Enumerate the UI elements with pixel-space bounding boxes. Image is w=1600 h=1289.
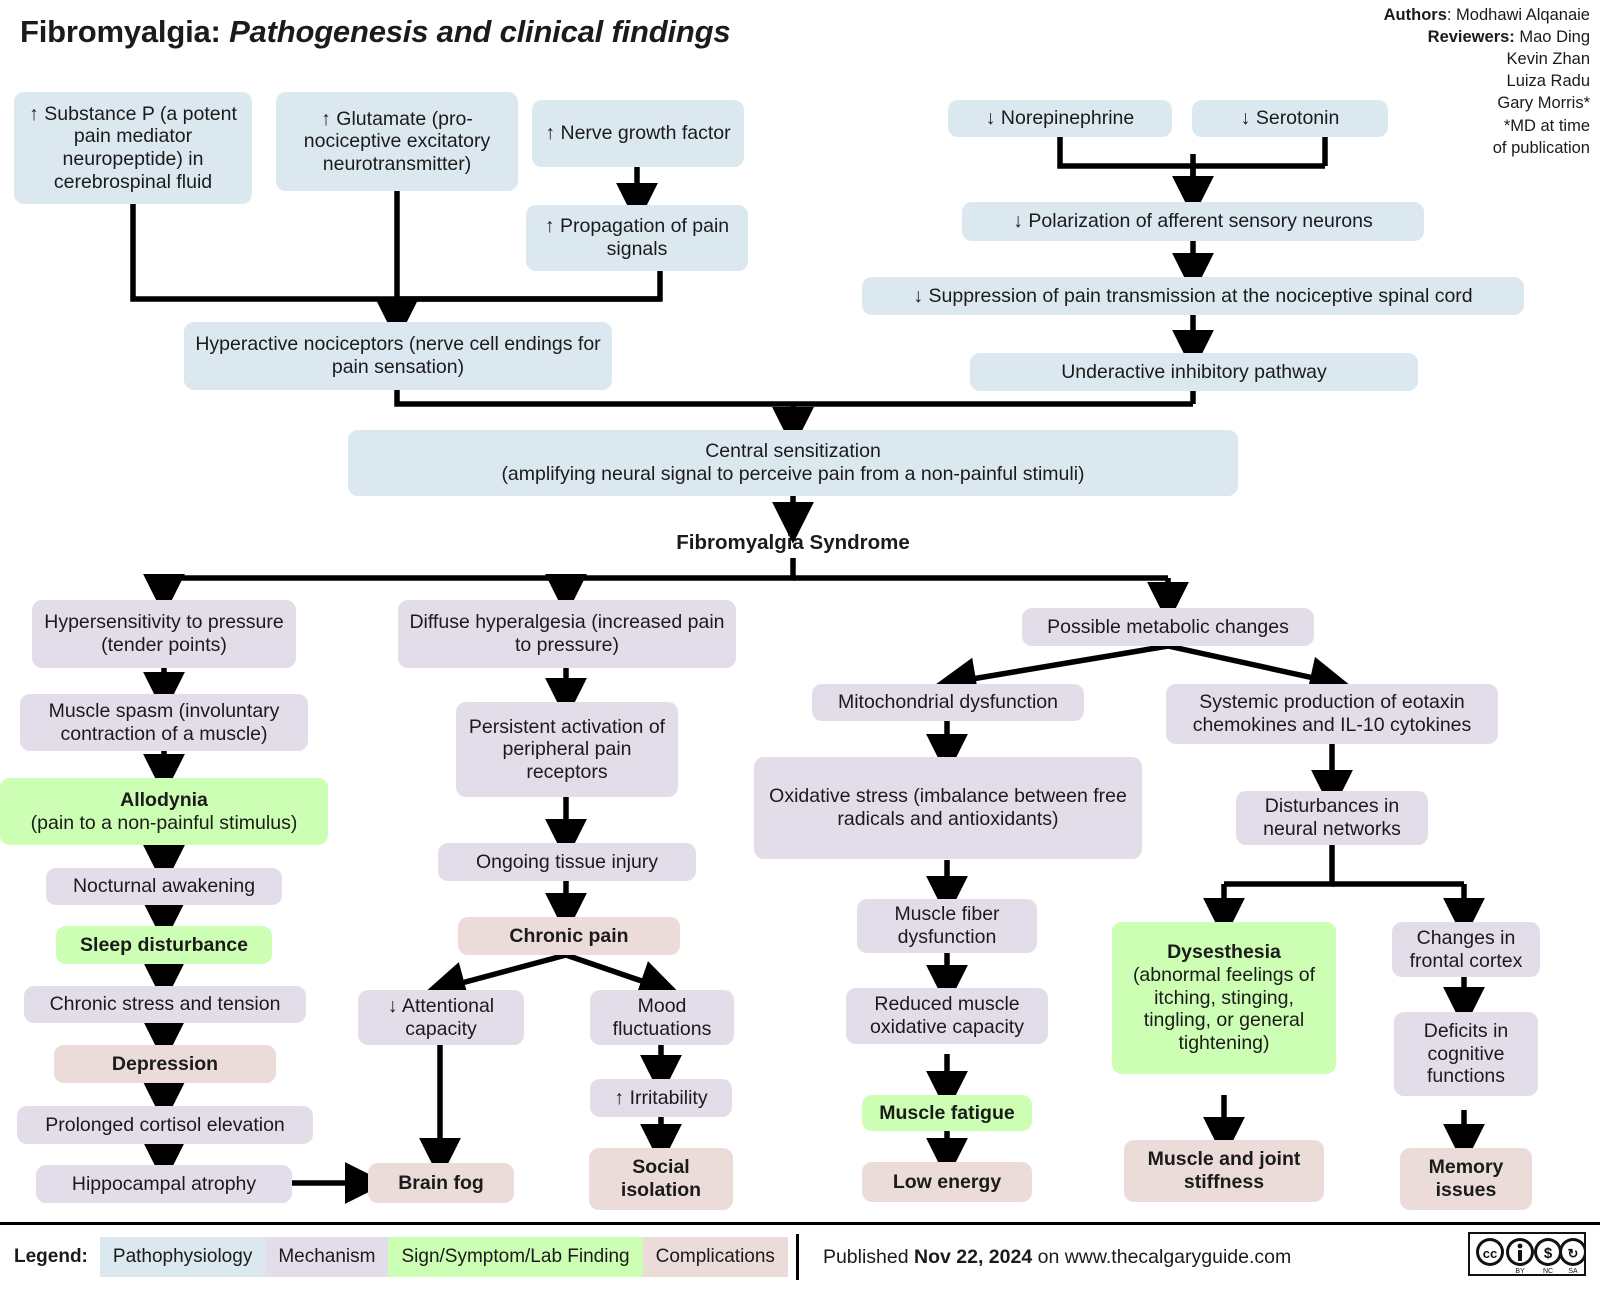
node-central-sensitization[interactable]: Central sensitization (amplifying neural… (348, 430, 1238, 496)
node-persistent-activation[interactable]: Persistent activation of peripheral pain… (456, 702, 678, 797)
reviewers-label: Reviewers: (1427, 28, 1515, 47)
node-nerve-growth-factor[interactable]: ↑ Nerve growth factor (532, 100, 744, 167)
dysesthesia-sub: (abnormal feelings of itching, stinging,… (1132, 964, 1316, 1054)
legend-label: Legend: (14, 1246, 88, 1267)
node-deficits-cognitive[interactable]: Deficits in cognitive functions (1394, 1012, 1538, 1096)
published-date: Nov 22, 2024 (914, 1245, 1033, 1268)
reviewers-value: Mao Ding (1514, 28, 1590, 47)
node-hippocampal-atrophy[interactable]: Hippocampal atrophy (36, 1165, 292, 1203)
node-irritability[interactable]: ↑ Irritability (590, 1079, 732, 1117)
node-sleep-disturbance[interactable]: Sleep disturbance (56, 926, 272, 964)
published-prefix: Published (822, 1245, 915, 1268)
node-hyperactive-nociceptors[interactable]: Hyperactive nociceptors (nerve cell endi… (184, 322, 612, 390)
central-sens-line1: Central sensitization (705, 440, 881, 463)
title-main: Fibromyalgia: (20, 14, 221, 49)
central-sens-line2: (amplifying neural signal to perceive pa… (501, 463, 1085, 485)
node-nocturnal-awakening[interactable]: Nocturnal awakening (46, 868, 282, 905)
node-chronic-pain[interactable]: Chronic pain (458, 917, 680, 955)
svg-text:SA: SA (1568, 1268, 1578, 1275)
md-note: of publication (1492, 138, 1590, 157)
node-underactive-inhibitory[interactable]: Underactive inhibitory pathway (970, 353, 1418, 391)
legend-chip-sign-symptom[interactable]: Sign/Symptom/Lab Finding (388, 1237, 643, 1277)
published-suffix: on www.thecalgaryguide.com (1032, 1245, 1292, 1268)
node-memory-issues[interactable]: Memory issues (1400, 1148, 1532, 1210)
legend-chip-complications[interactable]: Complications (642, 1237, 788, 1277)
footer-vertical-rule (795, 1234, 799, 1280)
node-norepinephrine[interactable]: ↓ Norepinephrine (948, 100, 1172, 137)
node-suppression[interactable]: ↓ Suppression of pain transmission at th… (862, 277, 1524, 315)
node-hypersensitivity[interactable]: Hypersensitivity to pressure (tender poi… (32, 600, 296, 668)
node-mood-fluctuations[interactable]: Mood fluctuations (590, 990, 734, 1045)
node-substance-p[interactable]: ↑ Substance P (a potent pain mediator ne… (14, 92, 252, 204)
legend-bar: Legend: Pathophysiology Mechanism Sign/S… (0, 1225, 1600, 1289)
node-brain-fog[interactable]: Brain fog (368, 1163, 514, 1203)
reviewer-name: Luiza Radu (1506, 72, 1590, 91)
footer-divider (0, 1222, 1600, 1225)
creative-commons-badge[interactable]: cc $ ↻ BY NC SA (1468, 1232, 1586, 1276)
svg-text:$: $ (1544, 1245, 1553, 1262)
node-low-energy[interactable]: Low energy (862, 1162, 1032, 1202)
reviewer-name: Kevin Zhan (1506, 50, 1590, 69)
node-muscle-fatigue[interactable]: Muscle fatigue (862, 1095, 1032, 1131)
dysesthesia-title: Dysesthesia (1167, 941, 1281, 964)
authors-block: Authors: Modhawi Alqanaie Reviewers: Mao… (1290, 4, 1590, 159)
svg-text:↻: ↻ (1568, 1246, 1579, 1261)
reviewers-line: Reviewers: Mao Ding (1290, 26, 1590, 48)
node-muscle-fiber-dysfunction[interactable]: Muscle fiber dysfunction (857, 899, 1037, 953)
authors-label: Authors (1383, 6, 1447, 24)
node-systemic-eotaxin[interactable]: Systemic production of eotaxin chemokine… (1166, 684, 1498, 744)
node-depression[interactable]: Depression (54, 1045, 276, 1083)
allodynia-title: Allodynia (120, 788, 208, 811)
node-muscle-joint-stiffness[interactable]: Muscle and joint stiffness (1124, 1140, 1324, 1202)
node-diffuse-hyperalgesia[interactable]: Diffuse hyperalgesia (increased pain to … (398, 600, 736, 668)
svg-text:NC: NC (1543, 1268, 1553, 1275)
page-title: Fibromyalgia: Pathogenesis and clinical … (20, 14, 731, 50)
published-text: Published Nov 22, 2024 on www.thecalgary… (799, 1246, 1291, 1269)
legend-chip-pathophysiology[interactable]: Pathophysiology (99, 1237, 266, 1277)
node-social-isolation[interactable]: Social isolation (589, 1148, 733, 1210)
node-mitochondrial-dysfunction[interactable]: Mitochondrial dysfunction (812, 684, 1084, 721)
node-polarization[interactable]: ↓ Polarization of afferent sensory neuro… (962, 202, 1424, 241)
authors-line: Authors: Modhawi Alqanaie (1290, 4, 1590, 26)
node-propagation-pain-signals[interactable]: ↑ Propagation of pain signals (526, 205, 748, 271)
node-prolonged-cortisol[interactable]: Prolonged cortisol elevation (17, 1106, 313, 1144)
node-allodynia[interactable]: Allodynia (pain to a non-painful stimulu… (0, 778, 328, 845)
svg-text:cc: cc (1483, 1246, 1497, 1261)
node-dysesthesia[interactable]: Dysesthesia (abnormal feelings of itchin… (1112, 922, 1336, 1074)
legend-chip-mechanism[interactable]: Mechanism (265, 1237, 389, 1277)
node-changes-frontal-cortex[interactable]: Changes in frontal cortex (1392, 922, 1540, 977)
node-disturbances-neural-networks[interactable]: Disturbances in neural networks (1236, 791, 1428, 845)
authors-value: : Modhawi Alqanaie (1446, 6, 1590, 24)
node-serotonin[interactable]: ↓ Serotonin (1192, 100, 1388, 137)
reviewer-name: Gary Morris* (1497, 94, 1590, 113)
node-fibromyalgia-syndrome[interactable]: Fibromyalgia Syndrome (676, 530, 910, 554)
md-note: *MD at time (1503, 116, 1590, 135)
title-sub: Pathogenesis and clinical findings (229, 14, 731, 49)
allodynia-sub: (pain to a non-painful stimulus) (30, 811, 298, 834)
node-possible-metabolic-changes[interactable]: Possible metabolic changes (1022, 608, 1314, 646)
node-glutamate[interactable]: ↑ Glutamate (pro-nociceptive excitatory … (276, 92, 518, 191)
node-oxidative-stress[interactable]: Oxidative stress (imbalance between free… (754, 757, 1142, 859)
node-reduced-muscle-oxidative[interactable]: Reduced muscle oxidative capacity (846, 988, 1048, 1044)
node-ongoing-tissue-injury[interactable]: Ongoing tissue injury (438, 843, 696, 881)
node-muscle-spasm[interactable]: Muscle spasm (involuntary contraction of… (20, 694, 308, 751)
node-attentional-capacity[interactable]: ↓ Attentional capacity (358, 990, 524, 1045)
svg-text:BY: BY (1515, 1268, 1525, 1275)
node-chronic-stress[interactable]: Chronic stress and tension (24, 986, 306, 1023)
